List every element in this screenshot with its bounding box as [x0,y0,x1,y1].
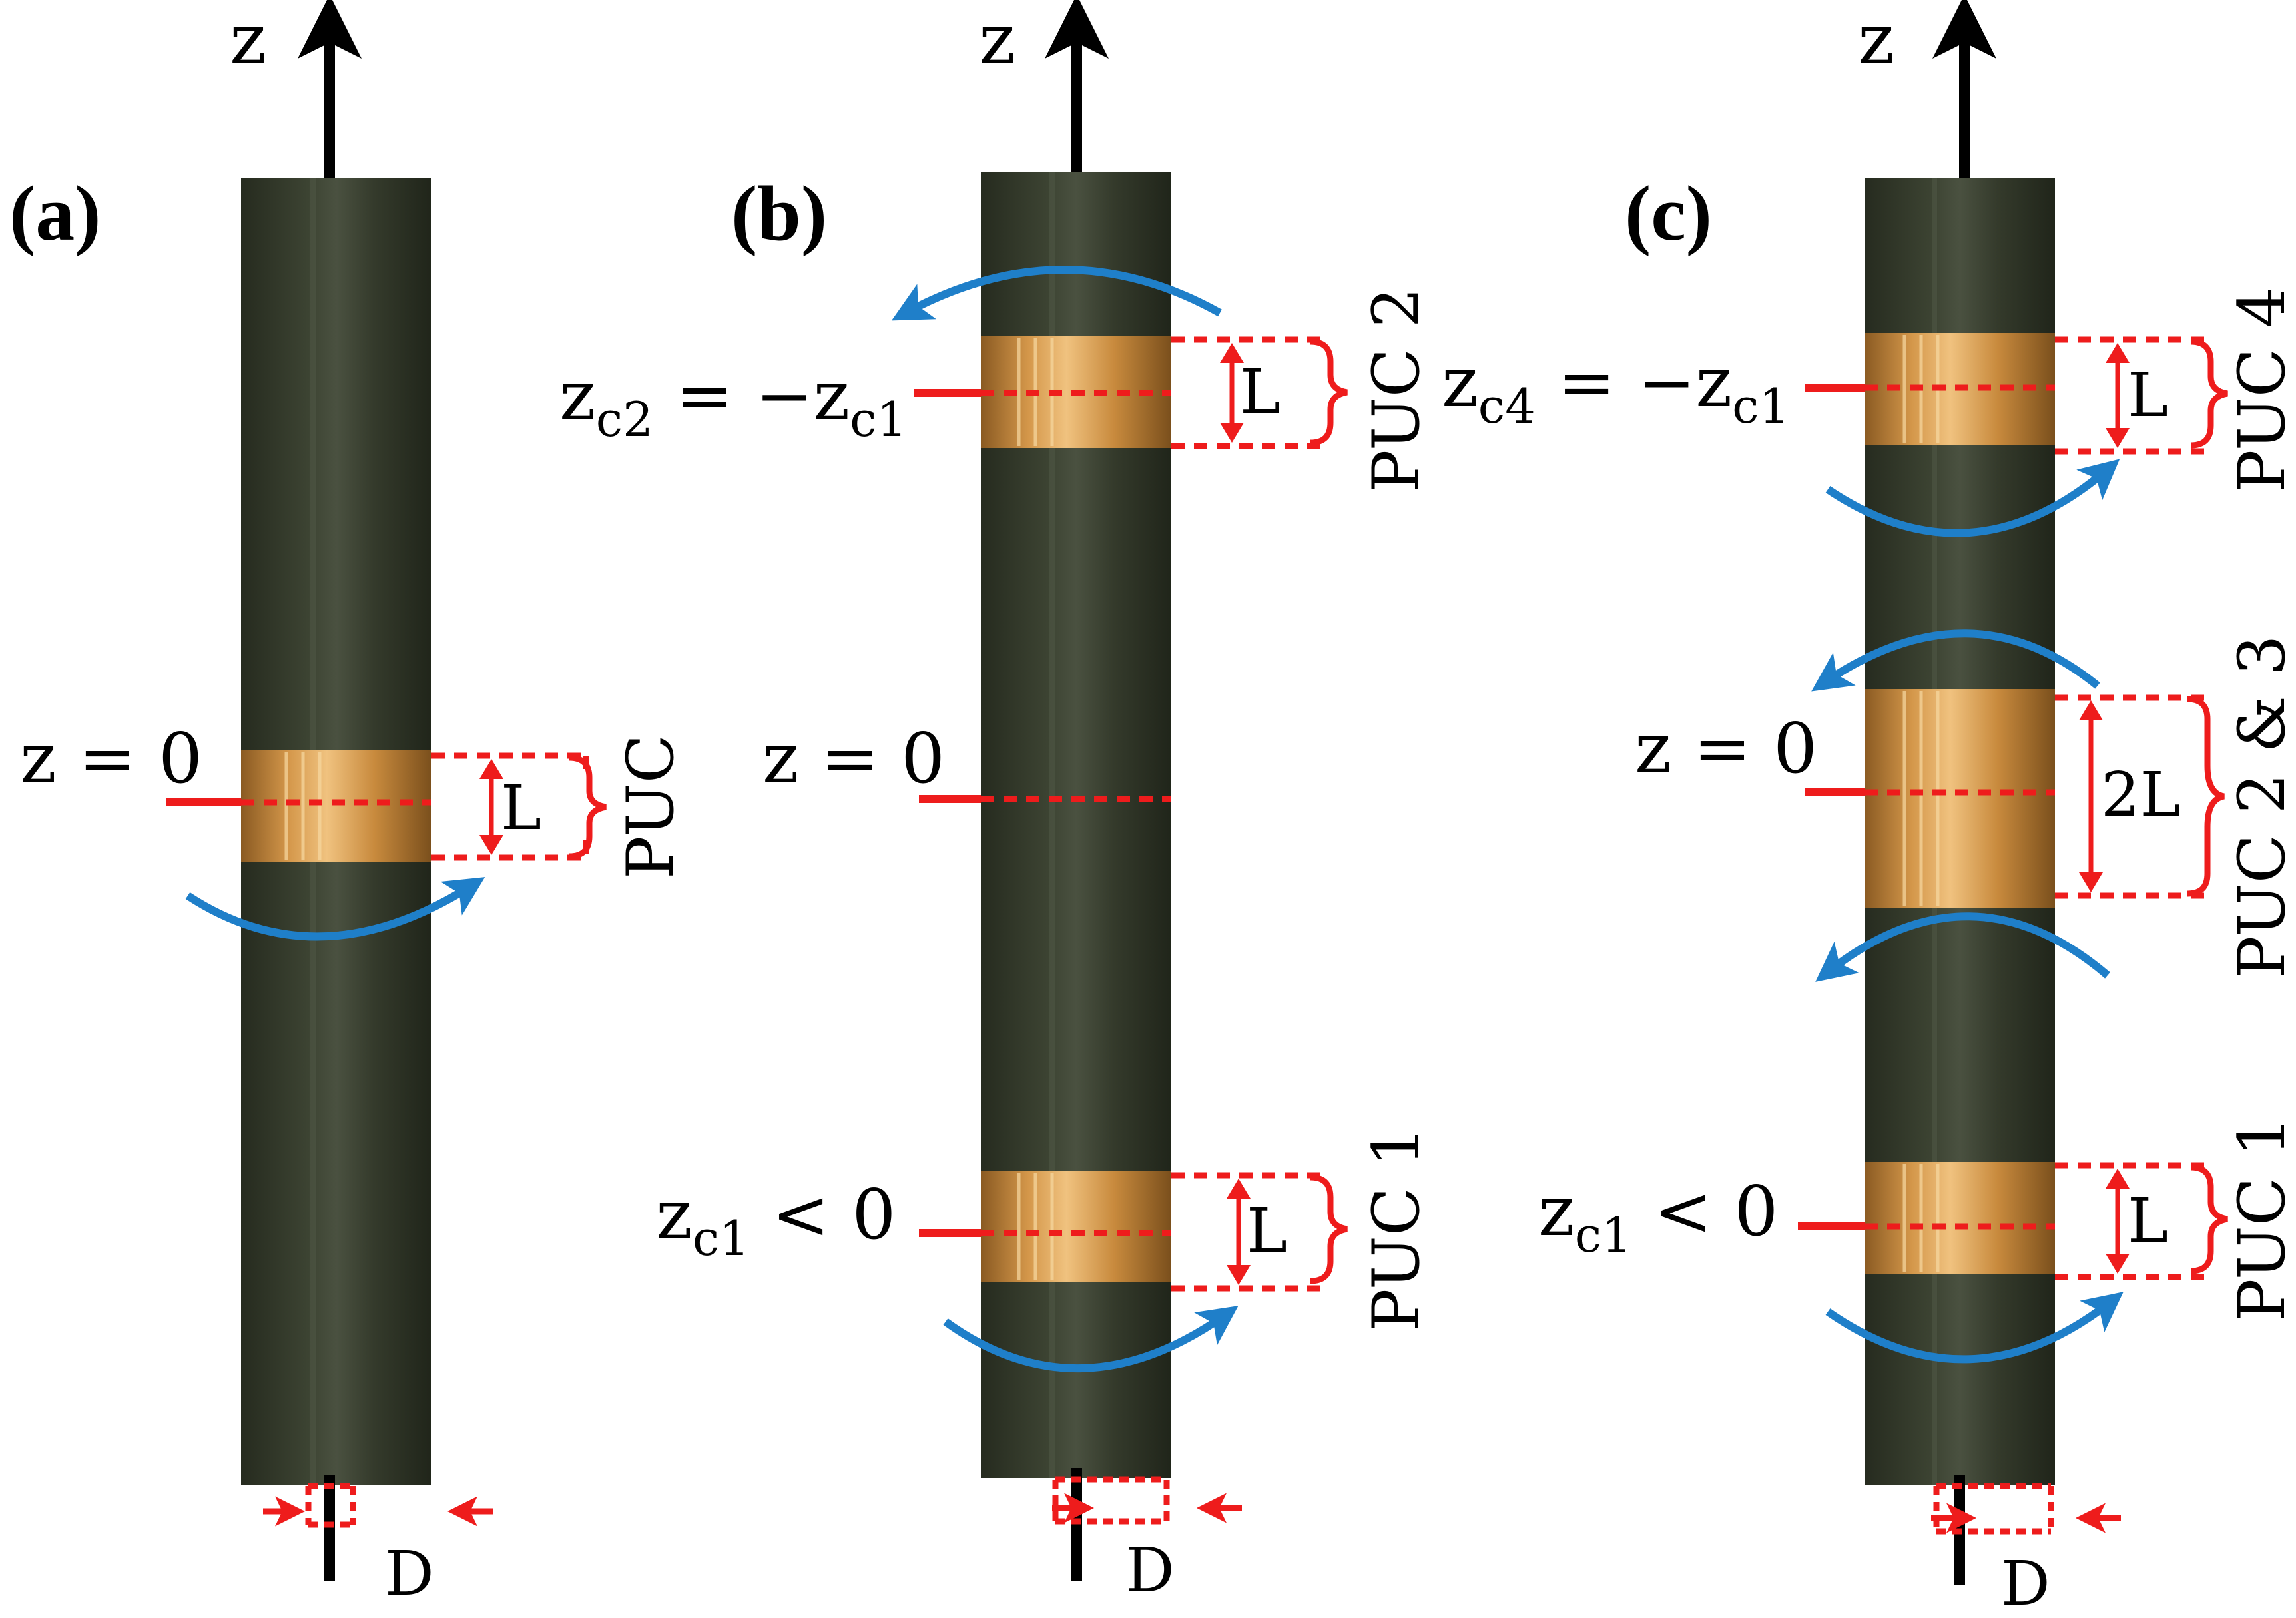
panel-label-c: (c) [1625,170,1712,257]
panel-label-b: (b) [731,170,827,257]
rotation-arrow-c-bottom [1825,1292,2124,1364]
z0-label-b: z = 0 [762,718,945,799]
coil-label-puc: PUC [613,734,688,879]
dim-label-b2: L [1240,356,1281,427]
zc4-label: zc4 = −zc1 [1442,342,1789,434]
coil-label-puc-2-3: PUC 2 & 3 [2225,635,2296,979]
dimension-L-a [431,752,607,861]
dimension-L-c4 [2055,336,2228,455]
z-axis-label-c: z [1858,0,1894,80]
zc2-label: zc2 = −zc1 [559,355,907,447]
coil-label-puc-2: PUC 2 [1359,287,1434,493]
diameter-dimension-a [263,1483,493,1528]
dim-label-c1: L [2128,1185,2168,1256]
coil-label-puc-1-c: PUC 1 [2225,1116,2296,1322]
rotation-arrow-c-mid-bottom [1815,912,2110,982]
rotation-arrow-a [185,877,485,941]
zc1-label-c: zc1 < 0 [1538,1171,1778,1263]
diameter-dimension-b [1052,1476,1242,1525]
dimension-L-b2 [1171,336,1348,449]
dimension-2L-c [2055,694,2225,899]
diameter-label-b: D [1125,1535,1175,1606]
coil-label-puc-1-b: PUC 1 [1359,1126,1434,1332]
panel-a: (a) z z = 0 L PUC [9,0,688,1609]
rotation-arrow-c-top [1825,459,2120,537]
coil-puc-2-3 [1865,689,2055,908]
zc1-label-b: zc1 < 0 [656,1174,896,1266]
dimension-L-c1 [2055,1162,2228,1280]
dim-label-a: L [501,772,541,844]
z-axis-label-b: z [979,0,1015,80]
rotation-arrow-b-bottom [943,1306,1239,1373]
diameter-label-c: D [2001,1548,2050,1618]
panel-c: (c) z zc4 = −zc1 L PUC 4 [1442,0,2296,1618]
rotation-arrow-c-mid-top [1811,629,2100,692]
diameter-label-a: D [385,1538,434,1609]
dim-label-b1: L [1247,1195,1287,1266]
panel-b: (b) z zc2 = −zc1 L PUC 2 z = 0 [559,0,1434,1606]
coil-puc-1-c [1865,1162,2055,1274]
coil-puc-1 [981,1171,1171,1282]
panel-label-a: (a) [9,170,101,257]
coil-label-puc-4: PUC 4 [2225,287,2296,493]
z0-label-a: z = 0 [20,718,202,799]
dim-label-c4: L [2128,360,2168,431]
z-axis-label-a: z [230,0,266,80]
dimension-L-b1 [1171,1172,1348,1292]
dim-label-c23: 2L [2101,759,2181,830]
diameter-dimension-c [1931,1483,2121,1535]
z0-label-c: z = 0 [1635,708,1817,789]
rotation-arrow-b-top [891,266,1222,321]
coil-puc [241,750,431,862]
